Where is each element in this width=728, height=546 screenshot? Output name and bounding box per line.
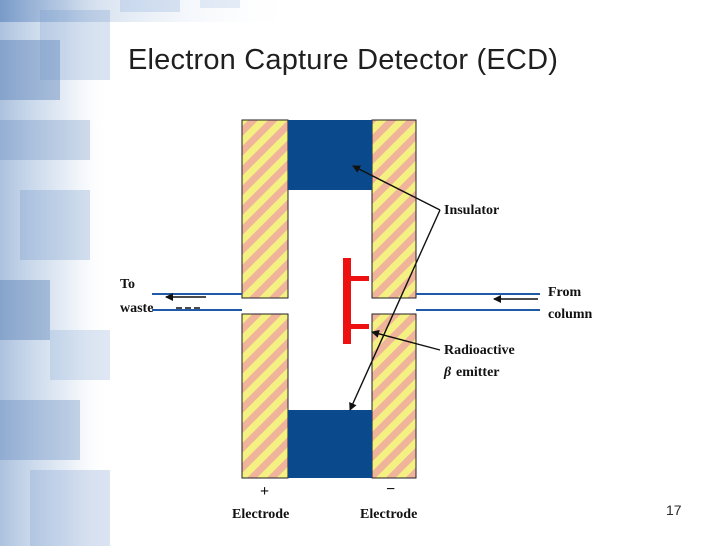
emitter-leader <box>371 329 441 351</box>
ecd-diagram: Insulator To waste From column Radioacti… <box>110 110 610 526</box>
negative-electrode-wall <box>371 119 417 479</box>
column-label: column <box>548 307 593 322</box>
flow-arrows <box>165 293 538 309</box>
ecd-diagram-svg: Insulator To waste From column Radioacti… <box>120 119 593 522</box>
positive-electrode-wall <box>241 119 289 479</box>
insulator-top <box>288 120 372 190</box>
page-number: 17 <box>666 502 682 518</box>
beta-emitter <box>343 258 369 344</box>
plus-sign: + <box>260 483 269 500</box>
insulator-label: Insulator <box>444 203 499 218</box>
radioactive-label: Radioactive <box>444 343 515 358</box>
beta-symbol: β <box>443 365 452 380</box>
emitter-label: emitter <box>456 365 500 380</box>
from-label: From <box>548 285 582 300</box>
insulator-bottom <box>288 410 372 478</box>
slide-title: Electron Capture Detector (ECD) <box>128 44 559 76</box>
gas-channel <box>152 293 540 311</box>
minus-sign: − <box>386 481 395 498</box>
waste-label: waste <box>120 301 153 316</box>
electrode-right-label: Electrode <box>360 507 417 522</box>
to-label: To <box>120 277 135 292</box>
electrode-left-label: Electrode <box>232 507 289 522</box>
insulator-leaders <box>349 165 441 411</box>
